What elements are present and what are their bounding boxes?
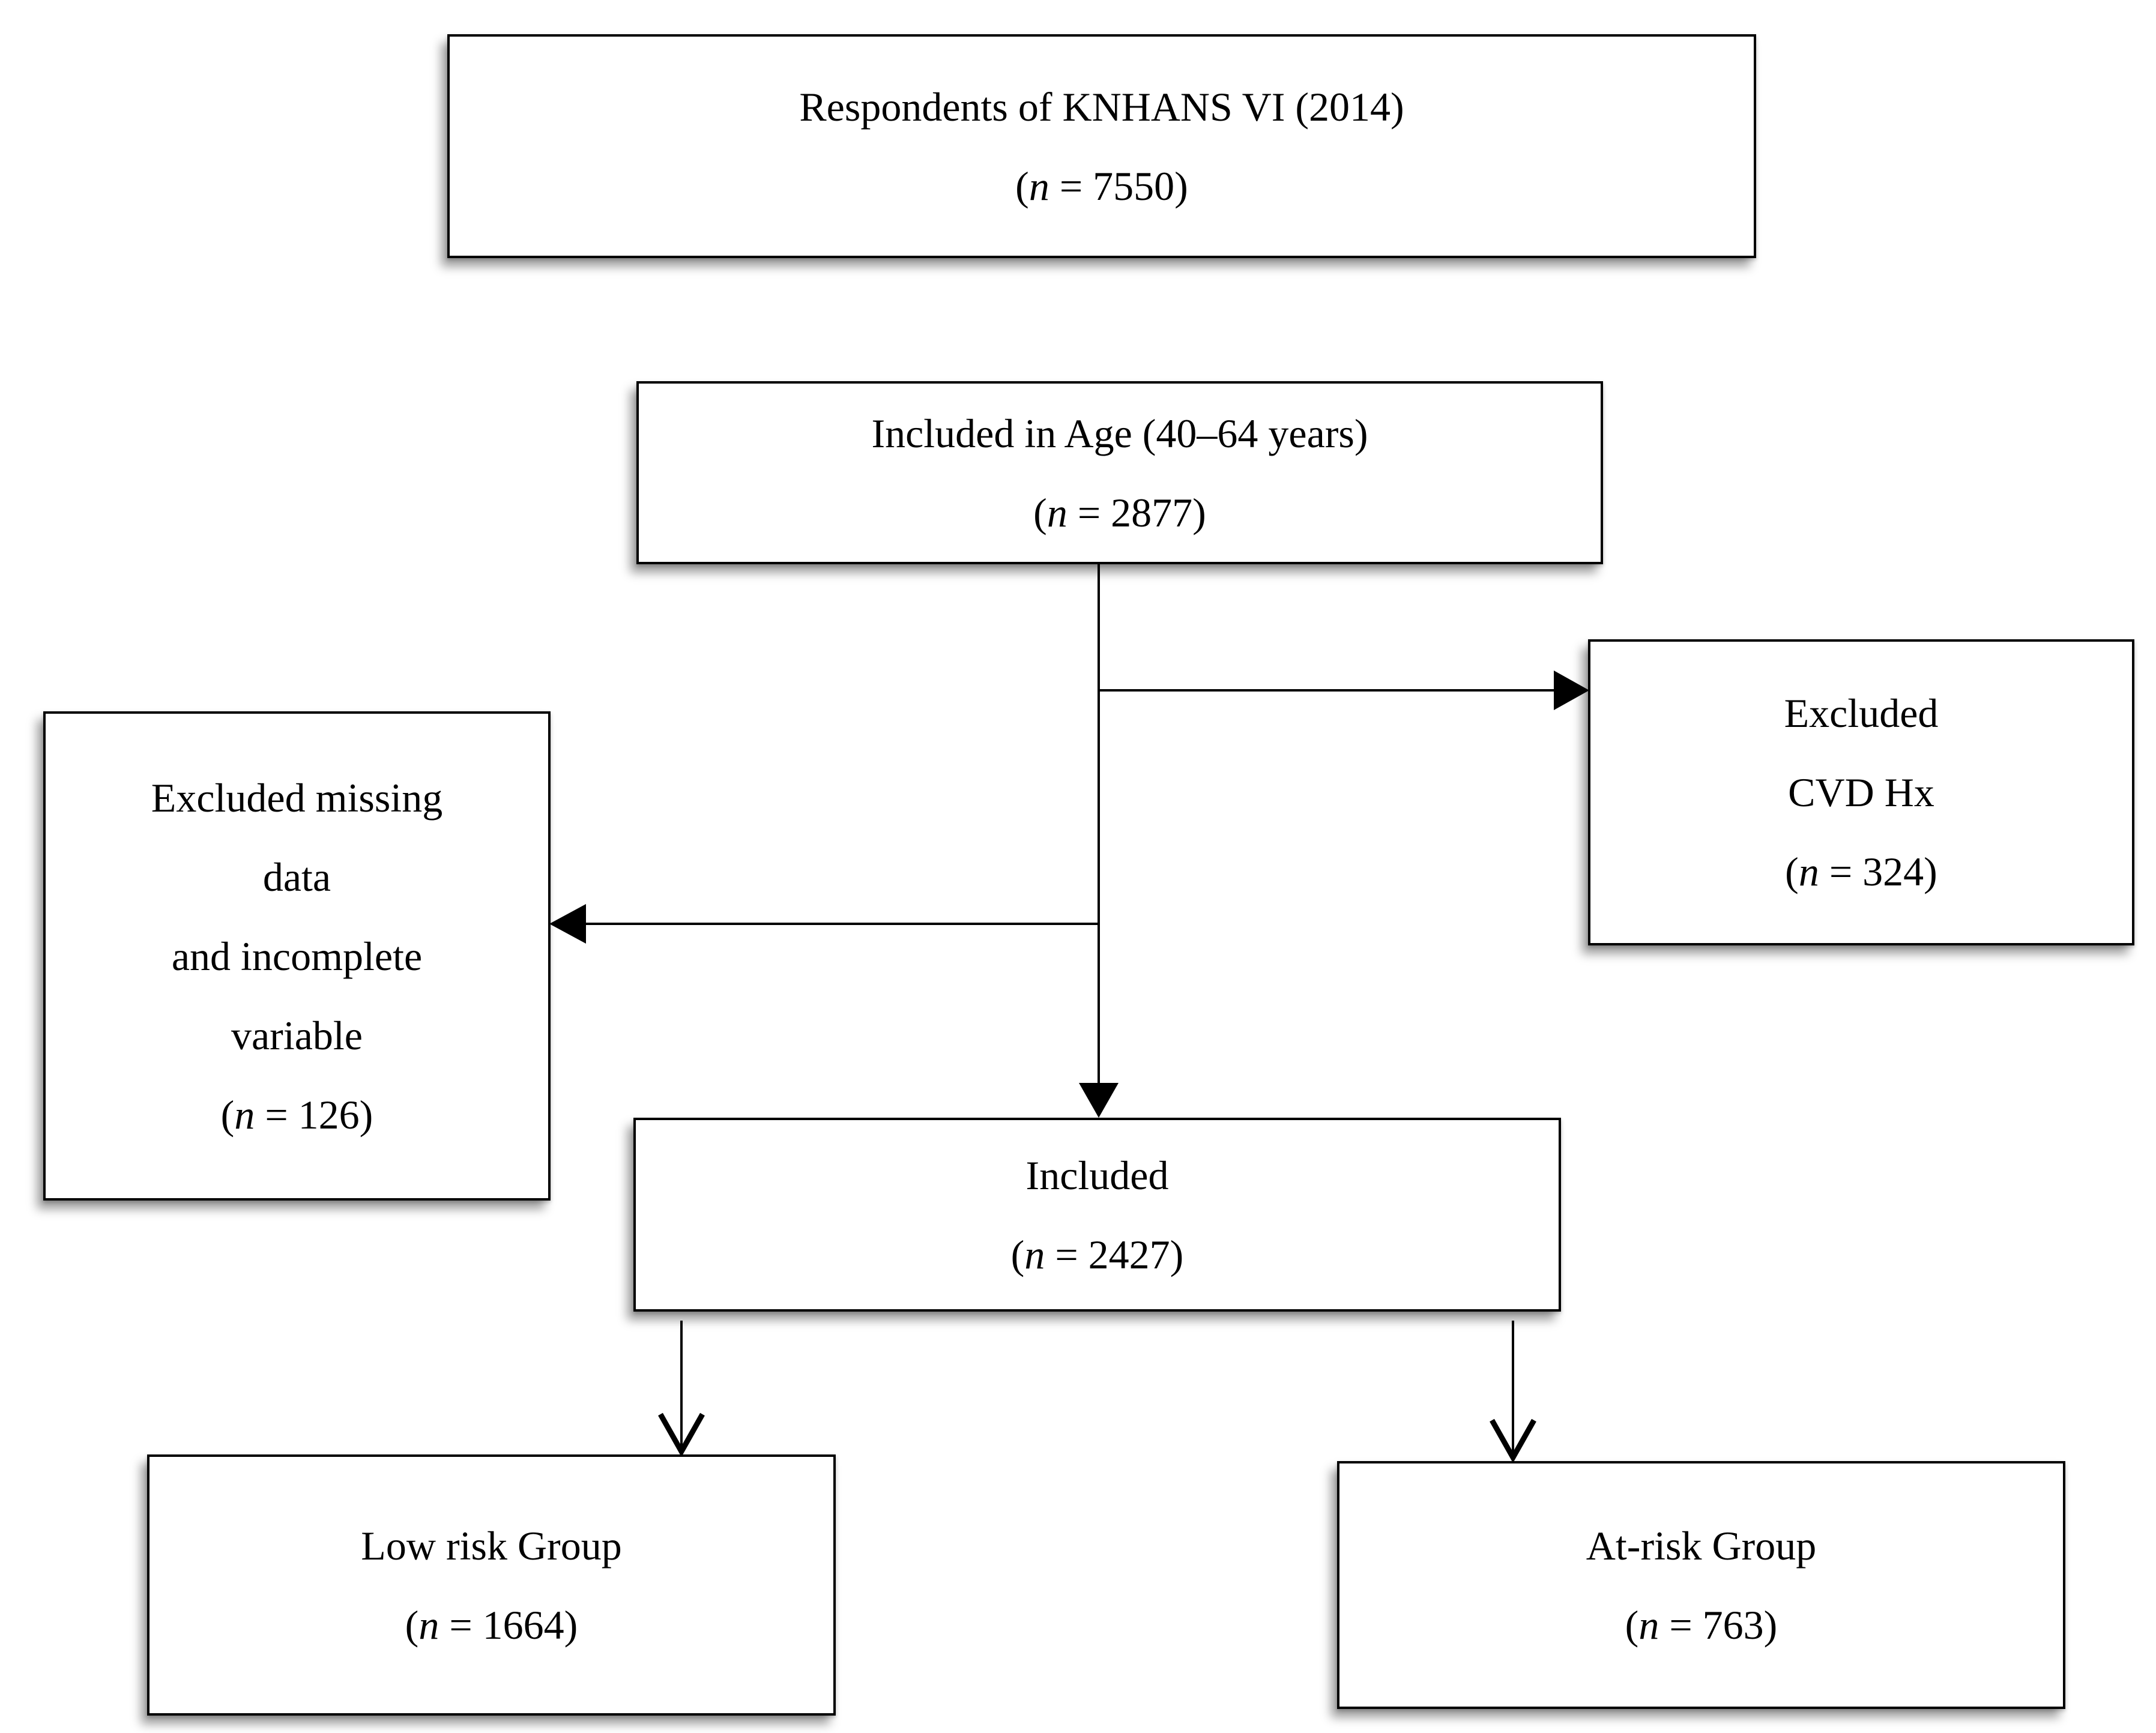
box-age-included: Included in Age (40–64 years) (n = 2877) — [636, 381, 1603, 564]
n-symbol: n — [418, 1602, 439, 1648]
n-symbol: n — [1024, 1231, 1045, 1277]
box-excluded-cvd: Excluded CVD Hx (n = 324) — [1588, 639, 2134, 945]
count-value: = 324) — [1819, 849, 1937, 894]
arrowhead-excluded-cvd-icon — [1554, 671, 1589, 710]
box-age-included-count: (n = 2877) — [1033, 473, 1206, 552]
n-symbol: n — [1638, 1602, 1659, 1648]
arrowhead-included-icon — [1079, 1083, 1119, 1118]
box-excluded-missing-line2: data — [262, 854, 331, 900]
box-excluded-missing-line3: and incomplete — [171, 933, 423, 979]
box-respondents-title: Respondents of KNHANS VI (2014) — [799, 83, 1404, 130]
n-symbol: n — [234, 1091, 255, 1138]
count-value: = 1664) — [439, 1602, 578, 1648]
box-excluded-missing-line1: Excluded missing — [151, 774, 443, 821]
arrowhead-at-risk-icon — [1490, 1418, 1536, 1463]
box-at-risk-count: (n = 763) — [1625, 1585, 1778, 1665]
paren-open: ( — [1015, 163, 1029, 209]
count-value: = 2427) — [1045, 1231, 1184, 1277]
count-value: = 2877) — [1067, 489, 1206, 535]
box-excluded-missing-line4: variable — [231, 1012, 363, 1058]
box-age-included-title: Included in Age (40–64 years) — [871, 410, 1368, 456]
paren-open: ( — [1785, 849, 1799, 894]
box-low-risk-count: (n = 1664) — [405, 1585, 578, 1665]
box-low-risk: Low risk Group (n = 1664) — [147, 1454, 836, 1716]
box-excluded-missing-count: (n = 126) — [221, 1075, 373, 1154]
paren-open: ( — [220, 1091, 235, 1138]
count-value: = 7550) — [1049, 163, 1188, 209]
box-included-title: Included — [1025, 1152, 1169, 1198]
box-excluded-cvd-subtitle: CVD Hx — [1788, 770, 1934, 815]
count-value: = 763) — [1659, 1602, 1778, 1648]
count-value: = 126) — [255, 1091, 373, 1138]
arrowhead-excluded-missing-icon — [549, 904, 586, 944]
box-included-count: (n = 2427) — [1011, 1215, 1184, 1294]
box-low-risk-title: Low risk Group — [361, 1522, 622, 1569]
box-excluded-missing: Excluded missing data and incomplete var… — [43, 711, 551, 1201]
box-excluded-cvd-title: Excluded — [1784, 690, 1939, 736]
box-excluded-cvd-count: (n = 324) — [1785, 832, 1937, 911]
paren-open: ( — [1625, 1602, 1639, 1648]
box-included: Included (n = 2427) — [633, 1118, 1561, 1312]
box-at-risk-title: At-risk Group — [1586, 1522, 1817, 1569]
n-symbol: n — [1046, 489, 1067, 535]
n-symbol: n — [1798, 849, 1819, 894]
arrowhead-low-risk-icon — [658, 1412, 705, 1457]
box-at-risk: At-risk Group (n = 763) — [1337, 1461, 2065, 1709]
box-respondents: Respondents of KNHANS VI (2014) (n = 755… — [447, 34, 1756, 258]
n-symbol: n — [1028, 163, 1049, 209]
paren-open: ( — [1033, 489, 1047, 535]
paren-open: ( — [405, 1602, 419, 1648]
box-respondents-count: (n = 7550) — [1015, 146, 1188, 226]
paren-open: ( — [1010, 1231, 1025, 1277]
